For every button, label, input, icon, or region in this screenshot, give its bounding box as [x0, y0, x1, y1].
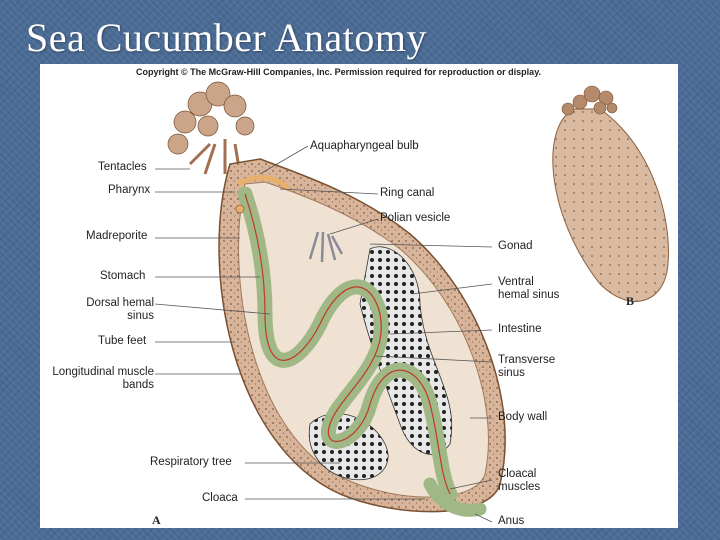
external-view-b [552, 85, 669, 302]
slide-title: Sea Cucumber Anatomy [26, 15, 428, 60]
label-gonad: Gonad [498, 240, 533, 252]
label-cloaca: Cloaca [202, 492, 238, 504]
label-ventral-hemal-sinus: Ventral hemal sinus [498, 276, 560, 301]
label-stomach: Stomach [100, 270, 146, 282]
sea-cucumber-illustration [154, 81, 669, 523]
copyright-notice: Copyright © The McGraw-Hill Companies, I… [136, 67, 542, 77]
label-body-wall: Body wall [498, 411, 548, 423]
label-polian-vesicle: Polian vesicle [380, 212, 451, 224]
label-longitudinal-muscle-bands: Longitudinal muscle bands [52, 366, 154, 391]
label-tube-feet: Tube feet [98, 335, 147, 347]
panel-letter-a: A [152, 513, 161, 527]
label-anus: Anus [498, 515, 525, 527]
label-pharynx: Pharynx [108, 184, 151, 196]
label-respiratory-tree: Respiratory tree [150, 456, 232, 468]
label-intestine: Intestine [498, 323, 542, 335]
panel-letter-b: B [626, 294, 635, 308]
label-tentacles: Tentacles [98, 161, 147, 173]
anatomy-figure: Copyright © The McGraw-Hill Companies, I… [40, 64, 678, 528]
label-aquapharyngeal-bulb: Aquapharyngeal bulb [310, 140, 419, 152]
label-cloacal-muscles: Cloacal muscles [498, 468, 541, 493]
label-ring-canal: Ring canal [380, 187, 435, 199]
label-transverse-sinus: Transverse sinus [498, 354, 556, 379]
label-dorsal-hemal-sinus: Dorsal hemal sinus [86, 297, 154, 322]
label-madreporite: Madreporite [86, 230, 148, 242]
leader-lines [154, 145, 493, 523]
